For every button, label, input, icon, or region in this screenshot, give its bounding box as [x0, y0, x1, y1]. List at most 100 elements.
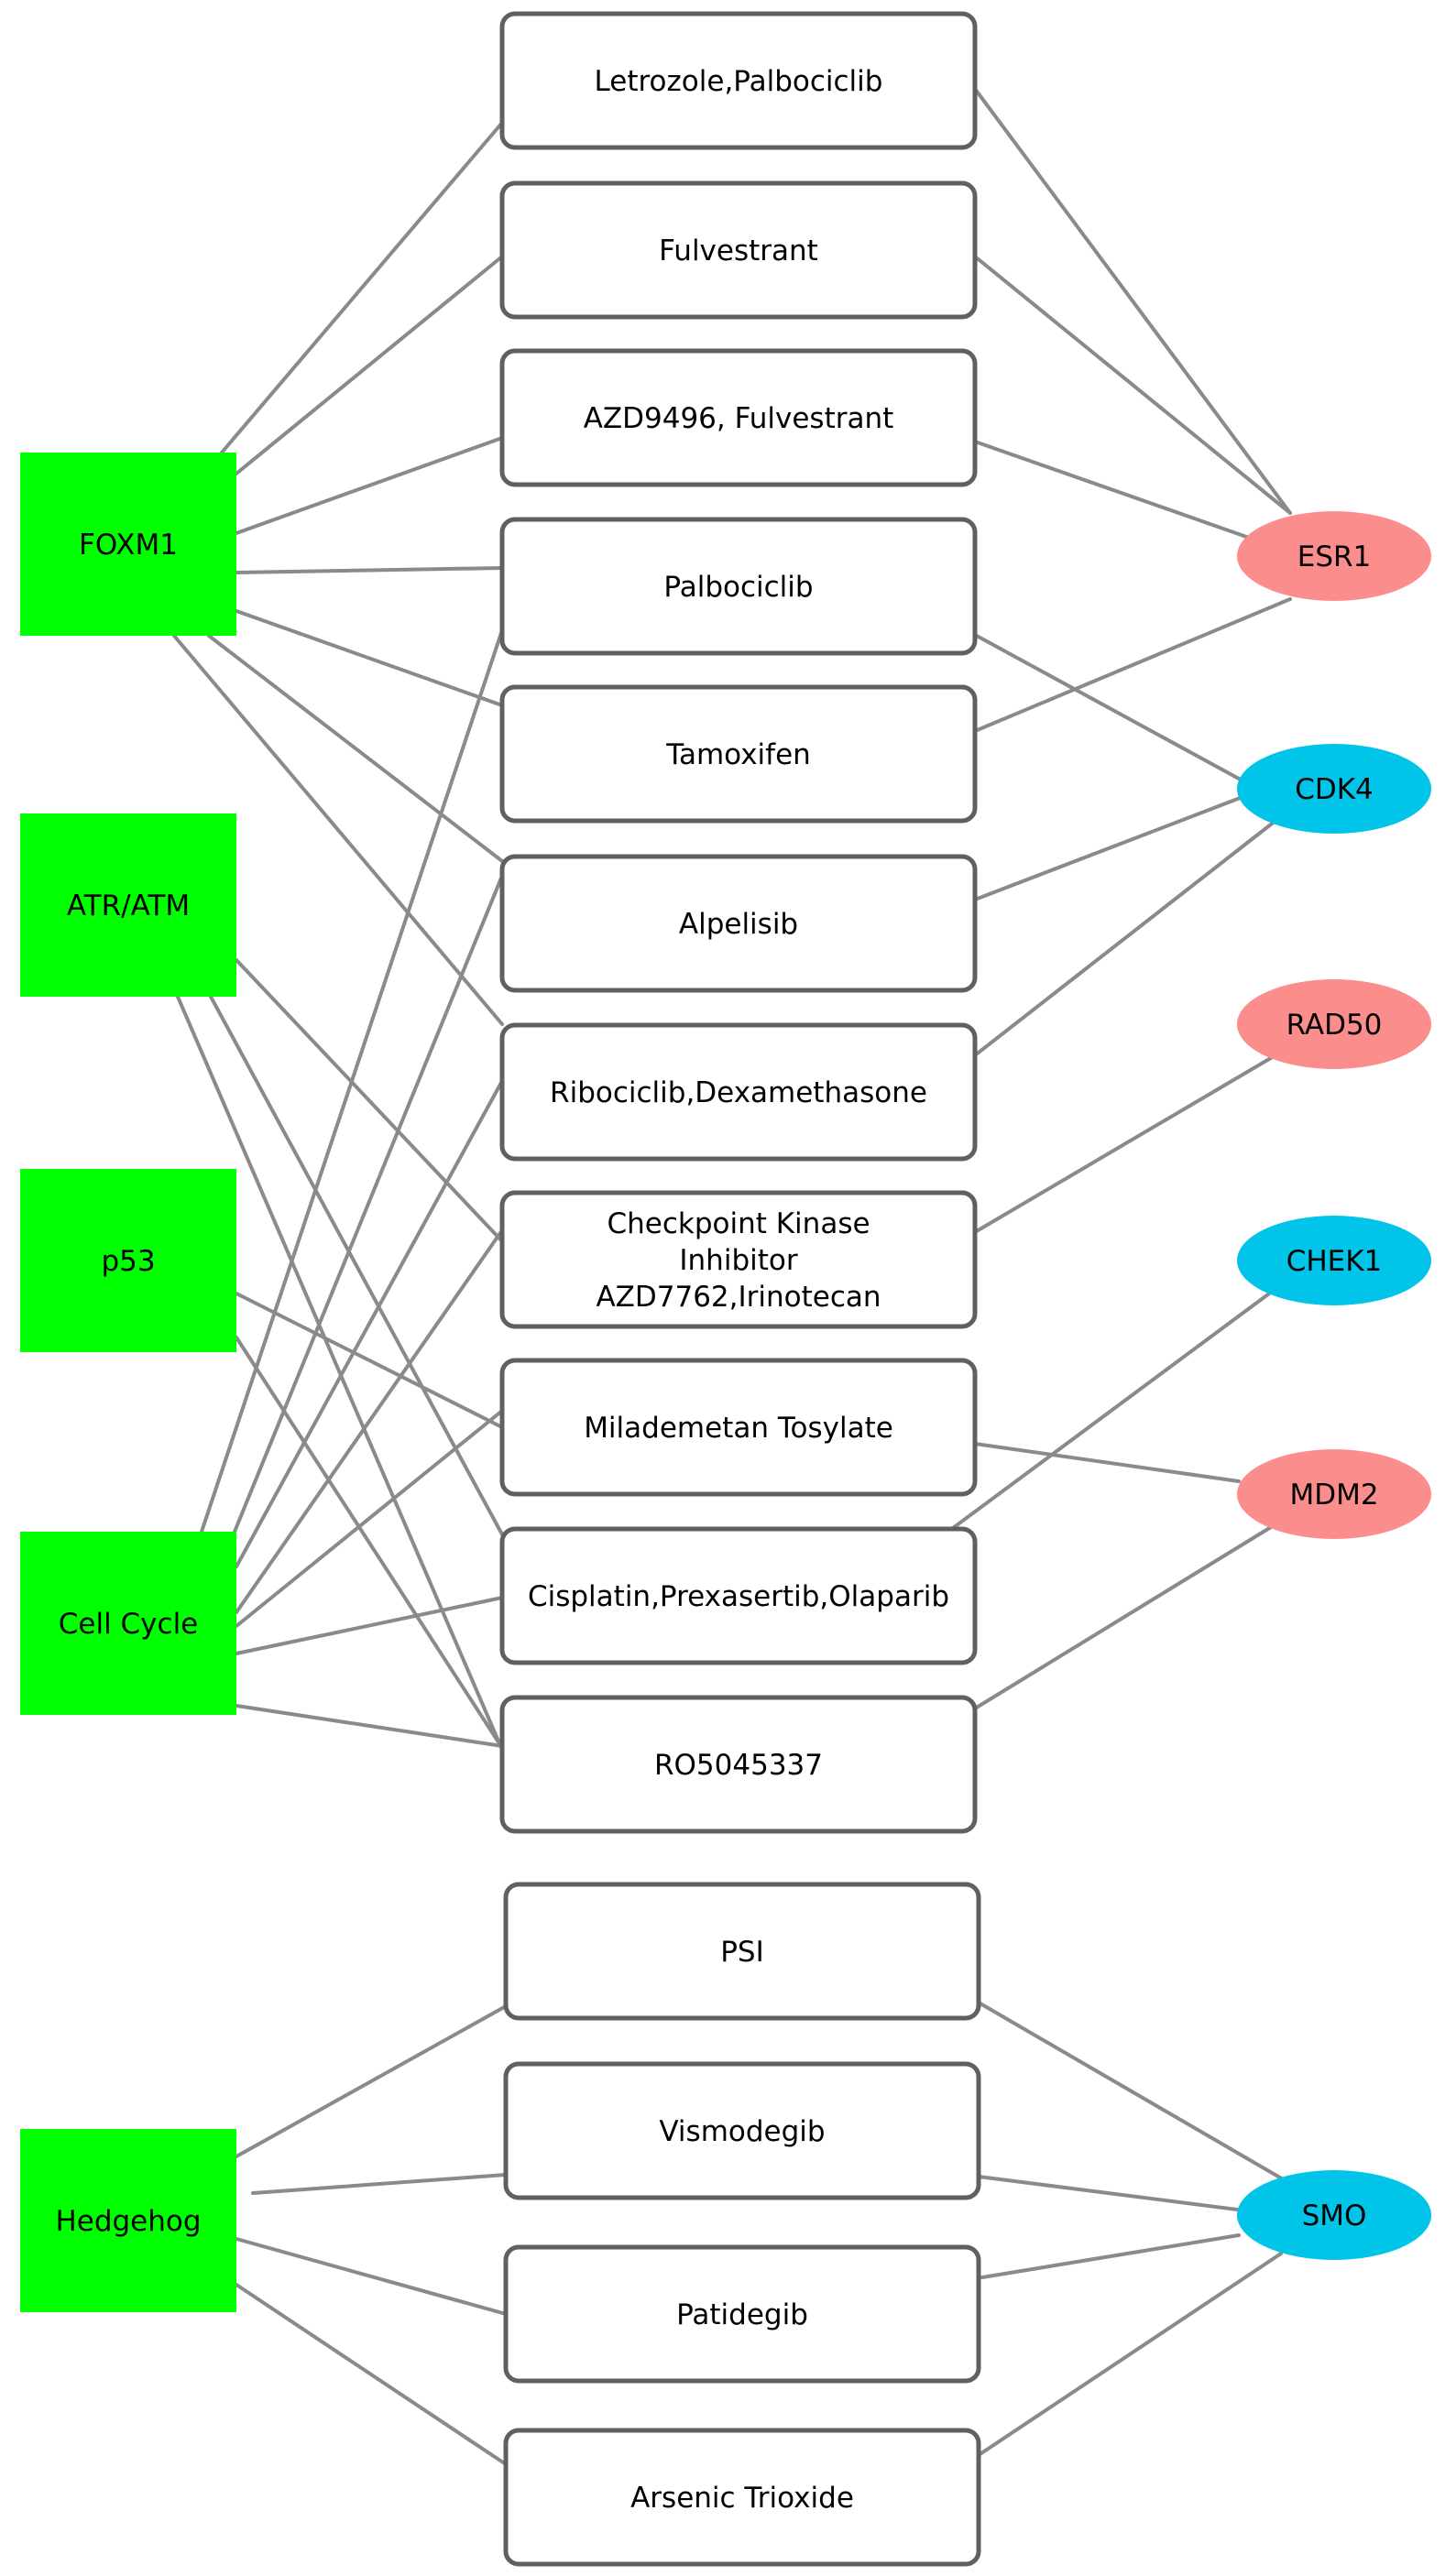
pathway-node-atr: ATR/ATM — [20, 813, 236, 997]
gene-node-esr1: ESR1 — [1237, 511, 1431, 601]
pathway-box — [20, 1169, 236, 1352]
drug-box — [503, 2244, 981, 2384]
edge-foxm1-d4 — [235, 566, 504, 574]
edge-hh-d14 — [235, 2237, 508, 2316]
edge-d12-smo — [977, 2001, 1286, 2182]
edge-atr-d10 — [209, 995, 504, 1536]
gene-node-cdk4: CDK4 — [1237, 744, 1431, 834]
drug-box — [503, 1882, 981, 2021]
pathway-label: p53 — [101, 1245, 155, 1278]
edge-d5-esr1 — [973, 597, 1292, 733]
edge-cc-d6 — [233, 874, 504, 1534]
pathway-node-hh: Hedgehog — [20, 2129, 236, 2312]
drug-node-d15: Arsenic Trioxide — [503, 2428, 981, 2567]
edge-cc-d11 — [235, 1704, 504, 1748]
drug-node-d2: Fulvestrant — [499, 180, 978, 320]
edge-atr-d8 — [235, 958, 504, 1243]
drug-label: Fulvestrant — [659, 235, 818, 267]
gene-ellipse — [1237, 511, 1431, 601]
drug-box — [499, 1190, 978, 1329]
edge-foxm1-d6 — [207, 634, 504, 863]
edge-d14-smo — [980, 2233, 1241, 2279]
drug-label: Palbociclib — [663, 571, 813, 604]
gene-ellipse — [1237, 1216, 1431, 1305]
drug-label: Patidegib — [676, 2298, 808, 2331]
edge-d1-esr1 — [973, 87, 1292, 515]
edge-cc-d7 — [235, 1079, 504, 1568]
drug-box — [499, 854, 978, 993]
pathway-label: Hedgehog — [55, 2205, 201, 2238]
gene-ellipse — [1237, 1449, 1431, 1539]
edge-foxm1-d2 — [220, 255, 504, 487]
drug-node-d14: Patidegib — [503, 2244, 981, 2384]
drug-box — [503, 2061, 981, 2200]
edge-atr-d11 — [176, 995, 504, 1752]
edge-d8-rad50 — [973, 1053, 1277, 1234]
gene-label: MDM2 — [1289, 1479, 1378, 1512]
edge-foxm1-d7 — [172, 634, 504, 1026]
drug-node-d4: Palbociclib — [499, 517, 978, 656]
gene-ellipse — [1237, 2170, 1431, 2260]
drug-box — [499, 348, 978, 487]
gene-label: CHEK1 — [1286, 1245, 1383, 1278]
drug-label: AZD9496, Fulvestrant — [584, 402, 894, 435]
drug-label: PSI — [720, 1936, 764, 1969]
gene-label: SMO — [1302, 2199, 1367, 2232]
edge-d3-esr1 — [973, 440, 1253, 540]
edge-cc-d10 — [235, 1596, 504, 1655]
edge-foxm1-d1 — [220, 121, 504, 454]
pathway-node-p53: p53 — [20, 1169, 236, 1352]
drug-box — [499, 1526, 978, 1665]
gene-label: CDK4 — [1295, 773, 1374, 806]
pathway-box — [20, 453, 236, 636]
edge-d4-cdk4 — [973, 633, 1241, 780]
gene-node-mdm2: MDM2 — [1237, 1449, 1431, 1539]
drug-box — [499, 684, 978, 824]
edge-cc-d8 — [235, 1228, 504, 1614]
drug-label: RO5045337 — [654, 1749, 823, 1782]
pathway-label: FOXM1 — [79, 529, 178, 562]
drug-node-d5: Tamoxifen — [499, 684, 978, 824]
pathway-box — [20, 2129, 236, 2312]
drug-label: Cisplatin,Prexasertib,Olaparib — [528, 1580, 949, 1613]
drug-label: Inhibitor — [679, 1244, 797, 1277]
drug-node-d7: Ribociclib,Dexamethasone — [499, 1022, 978, 1162]
drug-node-d13: Vismodegib — [503, 2061, 981, 2200]
drug-box — [499, 1695, 978, 1834]
drug-label: Letrozole,Palbociclib — [595, 65, 883, 98]
drug-node-d9: Milademetan Tosylate — [499, 1358, 978, 1497]
gene-label: RAD50 — [1286, 1009, 1383, 1042]
drug-node-d8: Checkpoint KinaseInhibitorAZD7762,Irinot… — [499, 1190, 978, 1329]
drug-node-d12: PSI — [503, 1882, 981, 2021]
edge-cc-d9 — [235, 1409, 504, 1628]
edge-d6-cdk4 — [973, 795, 1244, 901]
pathway-box — [20, 813, 236, 997]
drug-node-d10: Cisplatin,Prexasertib,Olaparib — [499, 1526, 978, 1665]
drug-label: Checkpoint Kinase — [607, 1207, 870, 1240]
gene-label: ESR1 — [1297, 540, 1372, 573]
drug-node-d1: Letrozole,Palbociclib — [499, 11, 978, 150]
drug-label: Ribociclib,Dexamethasone — [550, 1076, 927, 1109]
edge-d15-smo — [977, 2252, 1283, 2457]
gene-ellipse — [1237, 744, 1431, 834]
drug-node-d3: AZD9496, Fulvestrant — [499, 348, 978, 487]
edge-foxm1-d5 — [235, 609, 504, 707]
edge-hh-d15 — [235, 2283, 508, 2466]
edge-d10-chek1 — [951, 1279, 1288, 1530]
drug-node-d6: Alpelisib — [499, 854, 978, 993]
pathway-label: Cell Cycle — [59, 1608, 199, 1641]
edge-cc-d4 — [200, 628, 504, 1534]
gene-node-rad50: RAD50 — [1237, 979, 1431, 1069]
drug-label: Arsenic Trioxide — [630, 2482, 854, 2515]
edge-hh-d12 — [235, 2004, 508, 2158]
edge-hh-d13 — [251, 2173, 508, 2195]
drug-box — [499, 11, 978, 150]
edge-p53-d11 — [235, 1336, 504, 1750]
pathway-node-cc: Cell Cycle — [20, 1532, 236, 1715]
drug-box — [499, 1022, 978, 1162]
pathway-box — [20, 1532, 236, 1715]
edge-layer — [172, 87, 1292, 2466]
gene-ellipse — [1237, 979, 1431, 1069]
